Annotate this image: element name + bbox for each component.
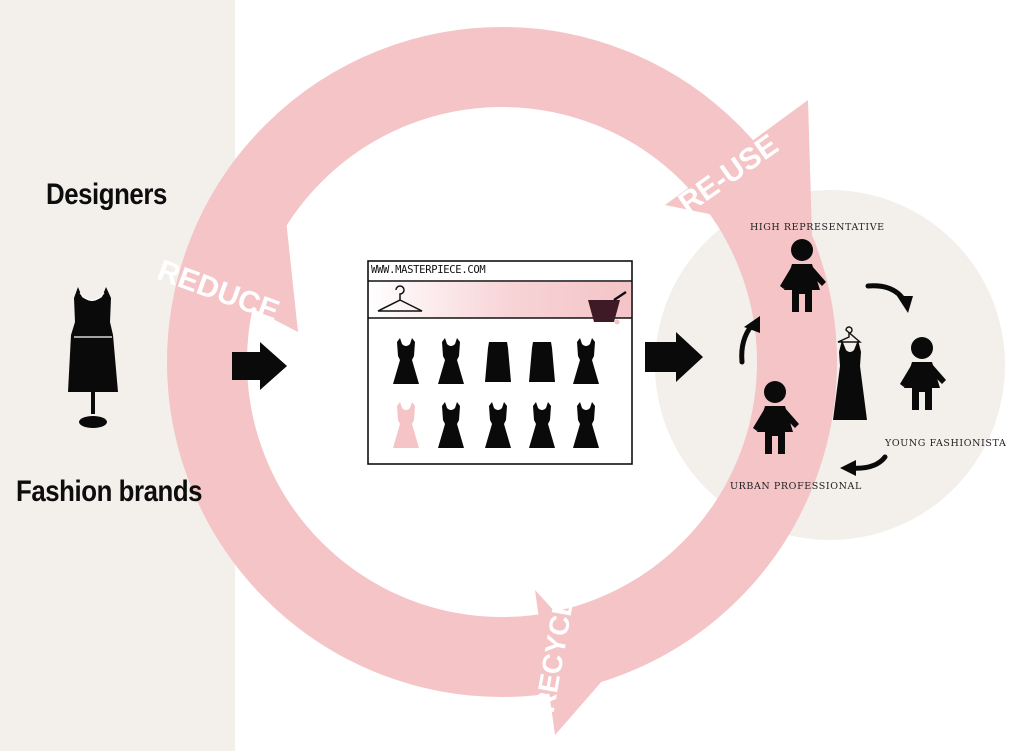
website-banner	[369, 282, 631, 318]
fashion-brands-label: Fashion brands	[16, 475, 203, 508]
high-representative-label: HIGH REPRESENTATIVE	[750, 222, 885, 233]
arrow-to-sharing-icon	[645, 332, 703, 382]
shopping-bag-icon[interactable]	[588, 291, 627, 325]
urban-professional-label: URBAN PROFESSIONAL	[730, 481, 862, 492]
arrow-to-website-icon	[232, 342, 287, 390]
hanger-icon[interactable]	[377, 285, 423, 312]
recycle-arrowhead	[535, 590, 610, 735]
dress-on-mannequin-icon	[68, 287, 118, 428]
young-fashionista-label: YOUNG FASHIONISTA	[885, 438, 1007, 449]
skirt-icon[interactable]	[529, 342, 555, 382]
website-url[interactable]: WWW.MASTERPIECE.COM	[371, 264, 486, 276]
skirt-icon[interactable]	[485, 342, 511, 382]
dress-on-hanger-icon	[833, 326, 867, 420]
cycle-ring	[167, 27, 837, 697]
reuse-arrowhead	[665, 100, 812, 235]
designers-label: Designers	[46, 178, 167, 211]
reduce-arrowhead	[178, 210, 298, 332]
